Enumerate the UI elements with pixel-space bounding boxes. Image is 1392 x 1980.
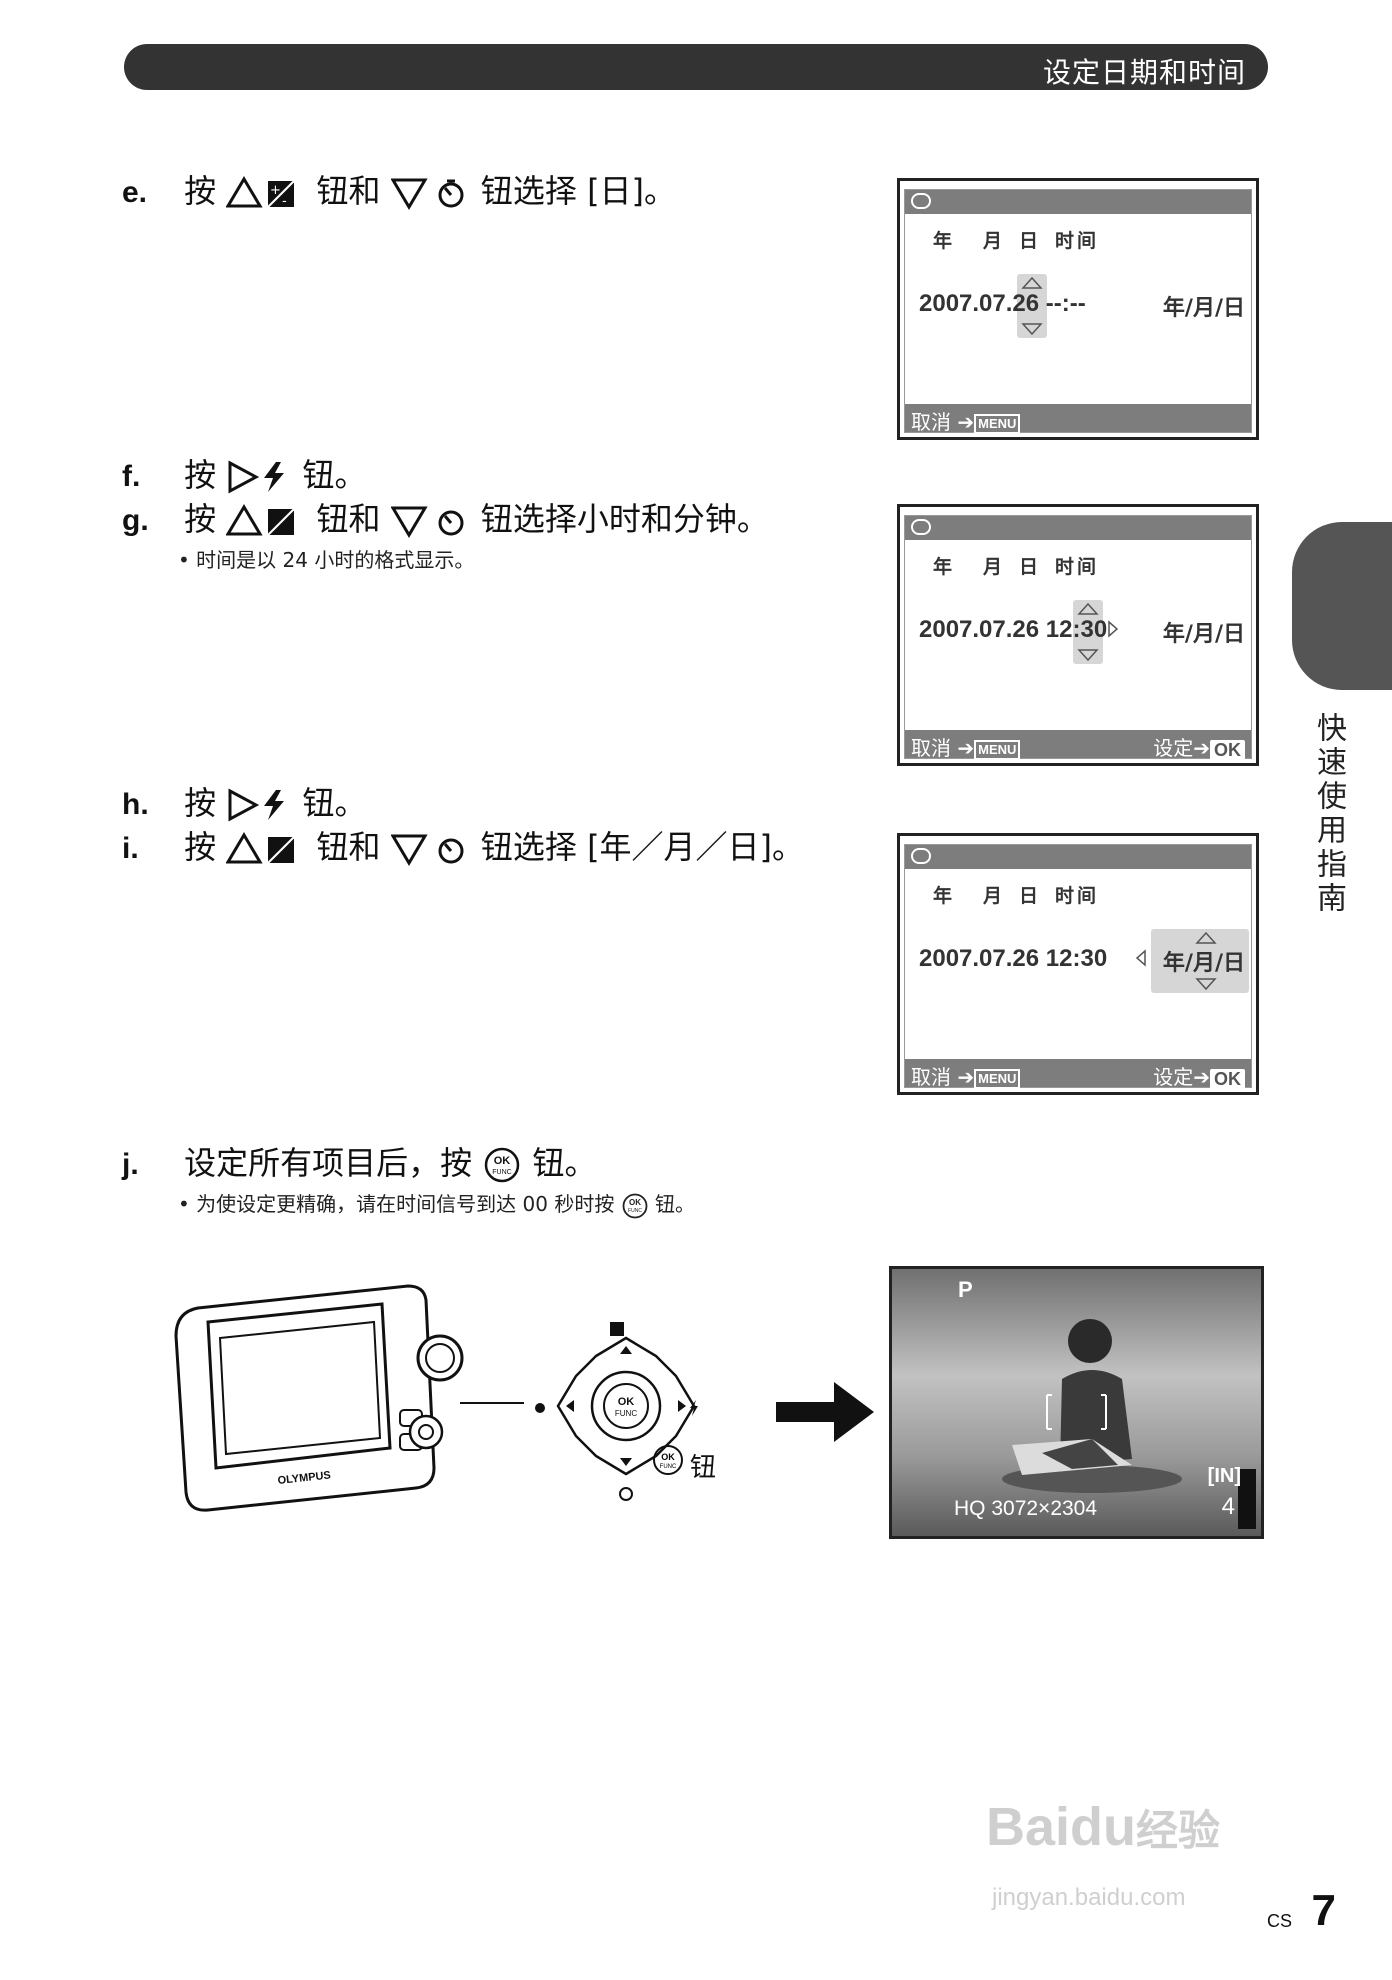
lcd-title-bar [905,845,1251,869]
step-label: g. [122,504,149,537]
step-j-note: • 为使设定更精确，请在时间信号到达 00 秒时按 OK FUNC 钮。 [178,1188,695,1219]
up-down-arrows-icon [1077,602,1099,662]
page-title: 设定日期和时间 [1042,56,1246,89]
lcd-footer-bar: 取消 ➔MENU [905,404,1251,435]
shooting-mode: P [958,1277,973,1302]
dial-func: FUNC [615,1409,637,1418]
step-i: i. 按 钮和 钮选择 [年／月／日]。 [122,828,805,866]
set-hint: 设定➔OK [1153,1061,1245,1090]
ok-func-button-icon: OK FUNC [485,1147,520,1183]
svg-text:+: + [270,183,281,198]
step-label: h. [122,788,149,821]
lcd-title-bar [905,190,1251,214]
camera-brand: OLYMPUS [277,1469,331,1487]
menu-button-icon: MENU [974,739,1021,760]
step-label: i. [122,832,139,865]
menu-button-icon: MENU [974,413,1021,434]
svg-text:FUNC: FUNC [493,1169,512,1176]
svg-text:OK: OK [629,1198,641,1207]
date-format: 年/月/日 [1162,951,1245,976]
ok-func-button-icon: OK FUNC [653,1445,683,1475]
clock-icon [911,193,931,209]
button-caption: 钮 [690,1453,717,1483]
cancel-hint: 取消 ➔MENU [911,1061,1021,1090]
lcd-screen-date: 年 月 日 时 间 2007.07.26 --:-- 年/月/日 取消 ➔MEN… [897,178,1259,440]
camera-preview-photo: P [IN] HQ 3072×2304 4 [889,1266,1264,1539]
date-value: 2007.07.26 --:-- [919,290,1086,317]
svg-text:OK: OK [494,1155,511,1167]
arrow-pad-diagram: OK FUNC [535,1322,698,1501]
svg-text:FUNC: FUNC [660,1464,677,1470]
remaining-shots: 4 [1221,1493,1235,1520]
right-flash-icon [228,788,285,822]
ok-button-icon: OK [1210,739,1245,760]
svg-text:FUNC: FUNC [628,1208,642,1214]
date-format: 年/月/日 [1162,296,1245,321]
language-code: CS [1266,1911,1292,1931]
side-tab [1292,522,1392,690]
step-g-note: • 时间是以 24 小时的格式显示。 [178,548,475,572]
menu-button-icon: MENU [974,1068,1021,1089]
time-value: 2007.07.26 12:30 [919,616,1108,643]
step-j: j. 设定所有项目后，按 OK FUNC 钮。 [122,1144,597,1183]
storage-indicator: [IN] [1207,1465,1241,1487]
right-flash-icon [228,460,285,494]
lcd-footer-bar: 取消 ➔MENU 设定➔OK [905,730,1251,761]
right-arrow-icon [1108,620,1119,638]
step-g: g. 按 钮和 钮选择小时和分钟。 [122,500,769,538]
up-exposure-icon [226,504,296,536]
photo-scene [892,1269,1261,1536]
clock-icon [911,519,931,535]
up-down-arrows-icon [1021,276,1043,336]
step-label: j. [122,1148,139,1181]
pointer-line [460,1402,524,1404]
step-h: h. 按 钮。 [122,784,367,822]
watermark-logo: Baidu经验 [986,1797,1221,1857]
section-header-bar: 设定日期和时间 [124,44,1268,90]
left-arrow-icon [1135,949,1146,967]
right-arrow-icon [776,1382,874,1442]
ok-func-button-icon: OK FUNC [622,1193,648,1218]
datetime-value: 2007.07.26 12:30 [919,945,1108,972]
dial-ok: OK [618,1396,635,1408]
watermark-url: jingyan.baidu.com [992,1884,1186,1911]
lcd-title-bar [905,516,1251,540]
page-number: 7 [1311,1886,1336,1935]
down-self-timer-icon [390,506,464,538]
up-exposure-icon: + - [226,176,296,209]
step-label: f. [122,460,141,493]
set-hint: 设定➔OK [1153,732,1245,761]
cancel-hint: 取消 ➔MENU [911,406,1021,435]
svg-text:-: - [282,194,287,209]
selection-highlight [1073,600,1103,664]
cancel-hint: 取消 ➔MENU [911,732,1021,761]
lcd-screen-time: 年 月 日 时 间 2007.07.26 12:30 年/月/日 取消 ➔MEN… [897,504,1259,766]
selection-highlight [1017,274,1047,338]
step-f: f. 按 钮。 [122,456,367,494]
image-quality: HQ 3072×2304 [954,1497,1098,1520]
up-exposure-icon [226,832,296,864]
ok-button-icon: OK [1210,1068,1245,1089]
date-format: 年/月/日 [1162,622,1245,647]
up-down-arrows-icon [1195,931,1217,991]
clock-icon [911,848,931,864]
down-self-timer-icon [390,834,464,866]
lcd-footer-bar: 取消 ➔MENU 设定➔OK [905,1059,1251,1090]
down-self-timer-icon [390,178,464,210]
lcd-screen-format: 年 月 日 时 间 2007.07.26 12:30 年/月/日 取消 ➔MEN… [897,833,1259,1095]
svg-text:OK: OK [661,1452,675,1462]
step-label: e. [122,176,148,209]
step-e: e. 按 + - 钮和 钮选择 [日]。 [122,172,677,210]
camera-illustration: OLYMPUS [174,1284,464,1512]
side-tab-label: 快速使用指南 [1311,712,1346,916]
